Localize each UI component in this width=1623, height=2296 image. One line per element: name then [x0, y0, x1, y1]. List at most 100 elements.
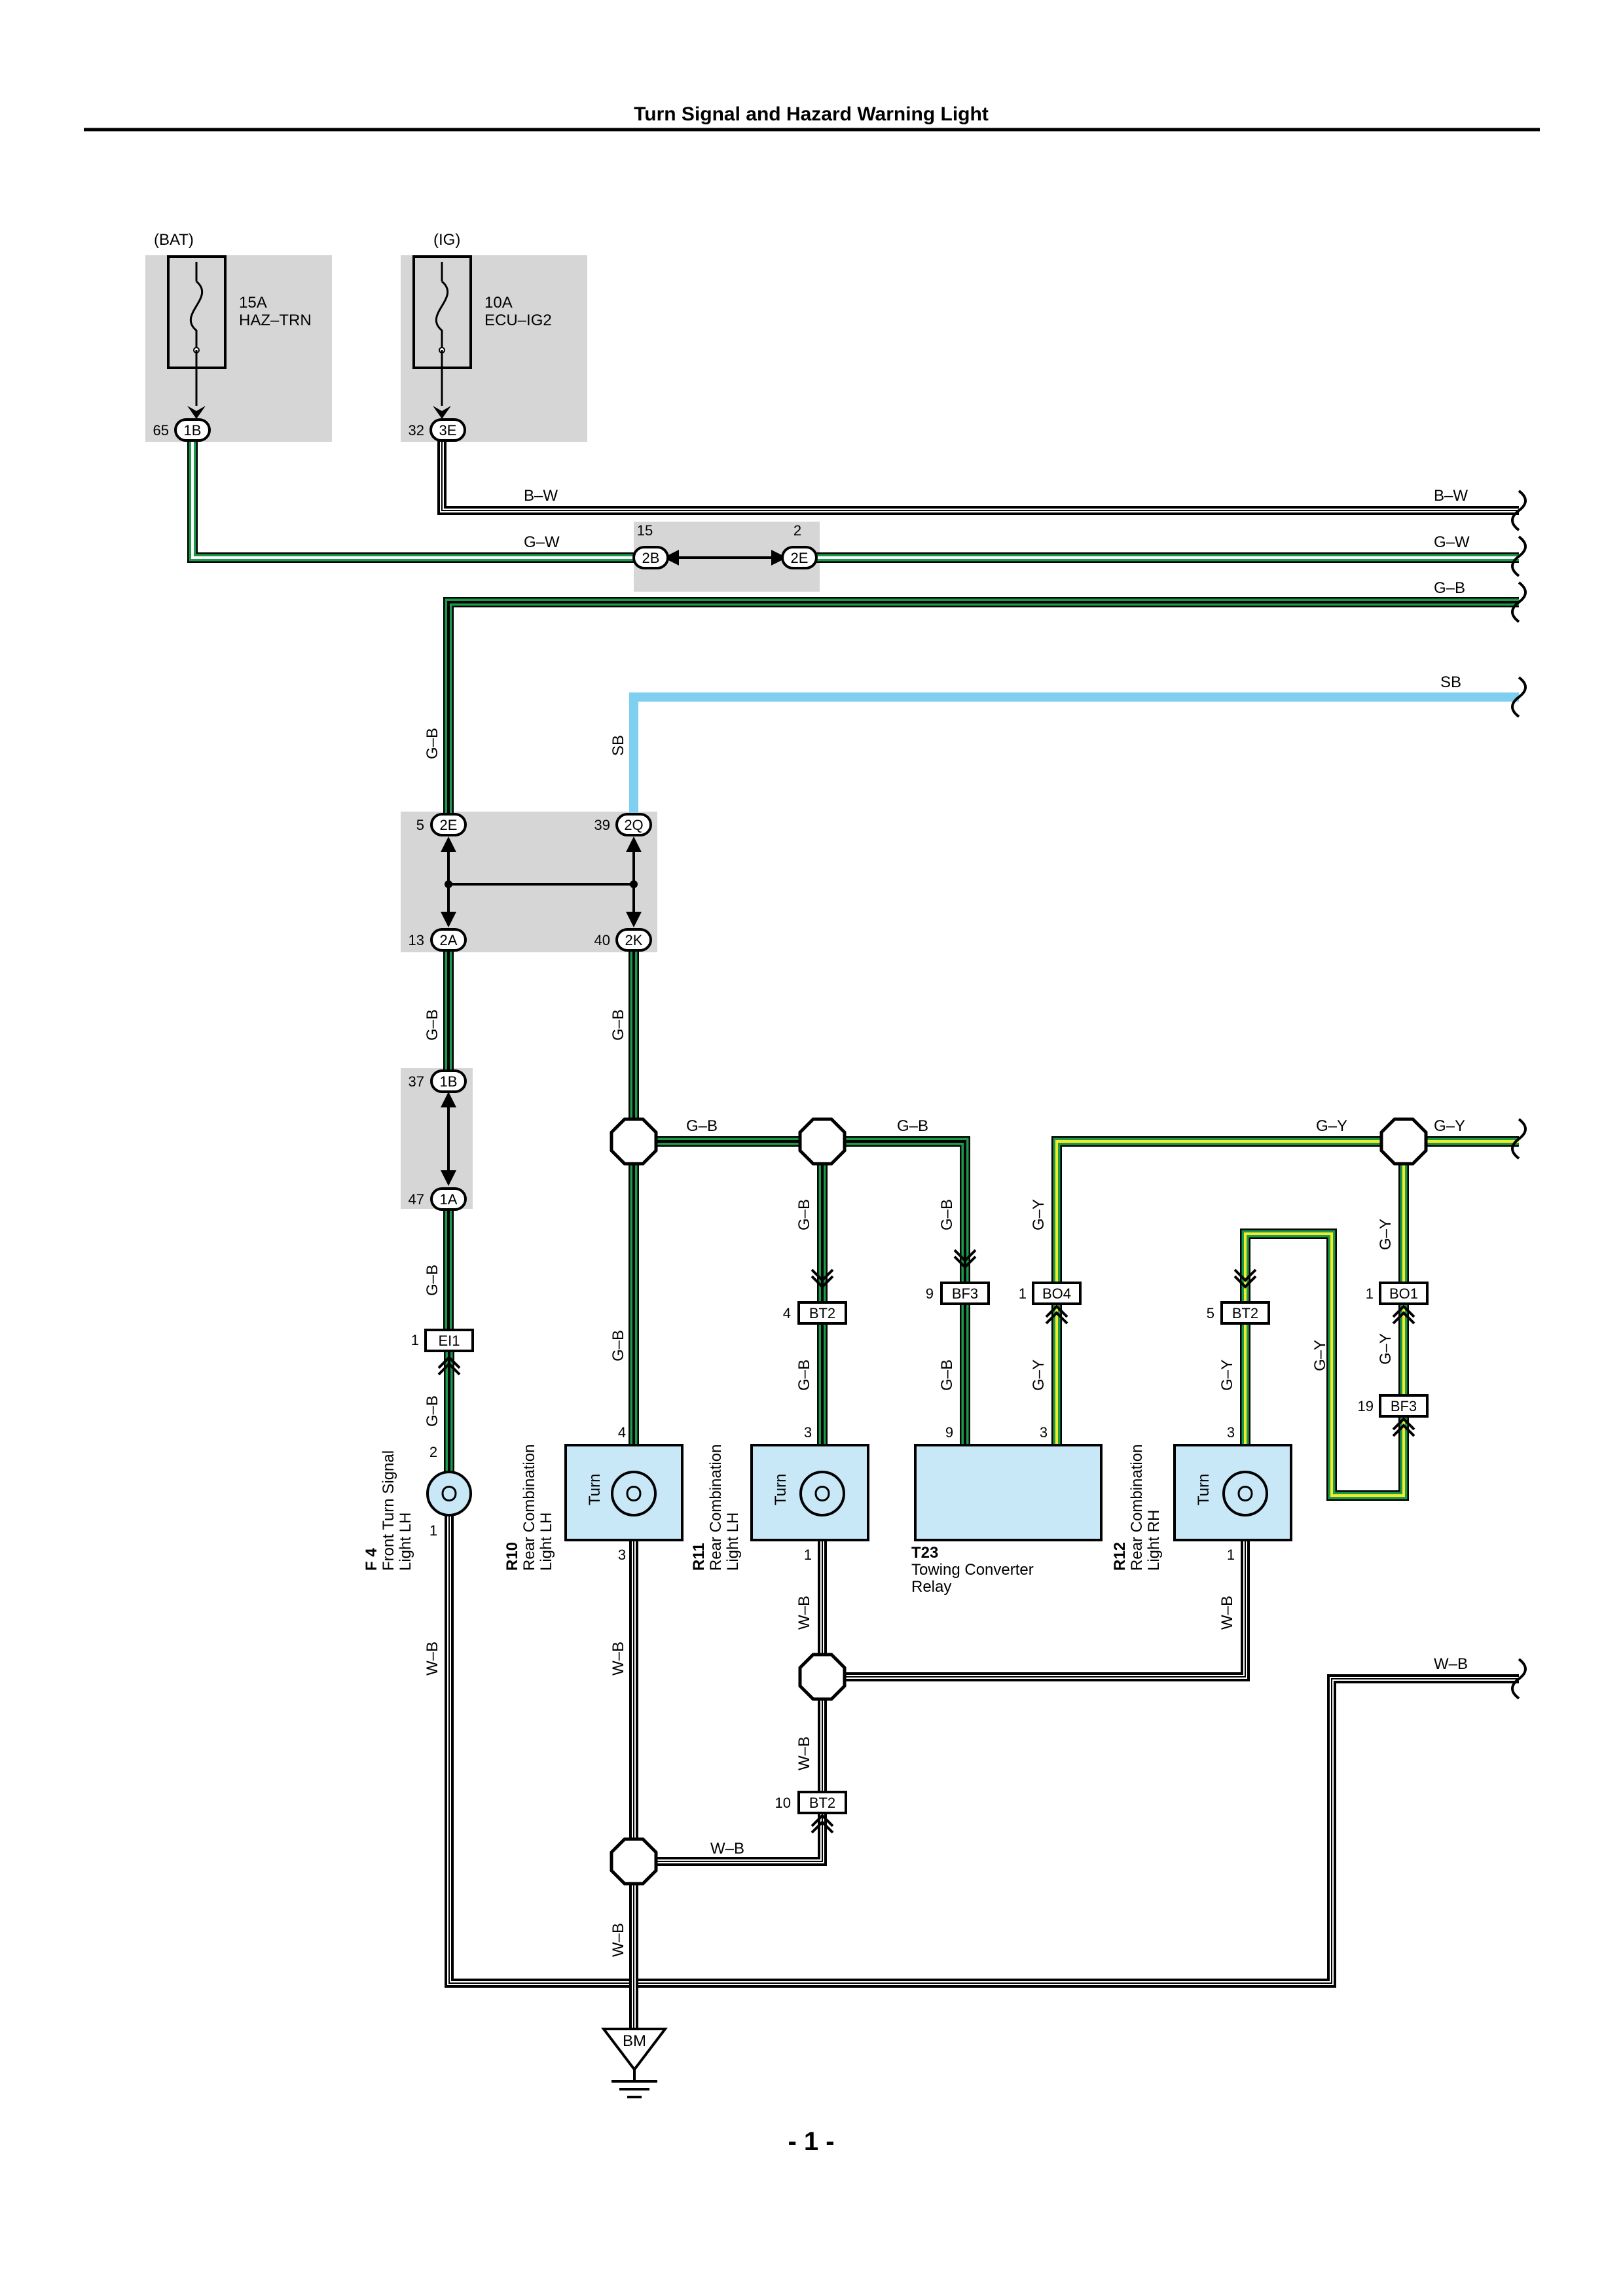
pin-number: 47	[409, 1191, 424, 1208]
inline-connectors: 1 EI1 4 BT2 9 BF3 1 BO4 5 BT2 1 BO1	[411, 1282, 1429, 1814]
wire-label-bw: B–W	[1434, 487, 1468, 505]
component-r10: 4 Turn 3 R10 Rear Combination Light LH	[503, 1424, 684, 1571]
lamp-label: Turn	[1195, 1474, 1213, 1505]
connector-code: 1B	[184, 422, 202, 439]
component-name-1: Rear Combination	[520, 1444, 538, 1571]
pin-top: 3	[804, 1424, 812, 1441]
pin-number: 37	[409, 1073, 424, 1090]
pin-bottom: 1	[804, 1547, 812, 1563]
component-name-2: Light LH	[538, 1513, 555, 1571]
wire-label-gb: G–B	[938, 1199, 956, 1230]
connector-code: EI1	[438, 1333, 460, 1349]
pin-number: 15	[637, 522, 653, 539]
wire-label-gb: G–B	[686, 1117, 718, 1135]
shaded-regions	[145, 255, 820, 1209]
bat-label: (BAT)	[154, 231, 194, 249]
connector-ei1: 1 EI1	[411, 1329, 474, 1352]
connector-bo4: 1 BO4	[1019, 1282, 1082, 1305]
connector-code: 1B	[440, 1073, 458, 1090]
connector-code: 2Q	[624, 817, 643, 833]
pin-number: 1	[411, 1332, 419, 1348]
component-code: R11	[690, 1543, 708, 1571]
wire-label-gy: G–Y	[1434, 1117, 1465, 1135]
connector-bt2-5: 5 BT2	[1207, 1301, 1270, 1325]
junction-links	[441, 550, 787, 1186]
wire-label-wb: W–B	[424, 1641, 441, 1676]
connector-code: BT2	[809, 1795, 835, 1811]
page-title: Turn Signal and Hazard Warning Light	[634, 103, 989, 125]
connector-code: 2A	[440, 932, 458, 948]
splice-2	[798, 1117, 847, 1166]
pin-top: 2	[429, 1444, 437, 1460]
connector-bf3-9: 9 BF3	[926, 1282, 990, 1305]
bulb-icon	[799, 1471, 845, 1516]
pin-right: 3	[1040, 1424, 1048, 1441]
wire-gb-row2	[845, 1136, 970, 1283]
ground-bm: BM	[600, 2028, 668, 2098]
connector-3e-ig: 32 3E	[409, 406, 466, 442]
connector-2e-a: 2 2E	[781, 522, 818, 569]
continuation-marks	[1511, 490, 1527, 1700]
pin-left: 9	[945, 1424, 953, 1441]
connector-chevrons	[437, 1249, 1415, 1834]
connector-2e-b: 5 2E	[416, 813, 467, 836]
component-code: R10	[503, 1542, 521, 1571]
wire-label-gy: G–Y	[1311, 1340, 1329, 1371]
wire-gy-loop	[1240, 1229, 1409, 1501]
wire-label-gy: G–Y	[1377, 1219, 1395, 1250]
component-code: T23	[911, 1544, 938, 1562]
lamp-label: Turn	[772, 1474, 790, 1505]
pin-number: 1	[1019, 1285, 1027, 1302]
splice-5	[610, 1837, 658, 1886]
connector-1b-j: 37 1B	[409, 1069, 467, 1093]
wire-label-gy: G–Y	[1377, 1333, 1395, 1365]
connector-code: 2B	[642, 550, 660, 566]
component-r12: 3 Turn 1 R12 Rear Combination Light RH	[1111, 1424, 1292, 1571]
wire-wb-f4	[445, 1515, 1519, 1988]
wire-label-gb: G–B	[795, 1359, 813, 1391]
bulb-icon	[426, 1471, 472, 1516]
ig-fuse: (IG) 10A ECU–IG2	[412, 231, 552, 406]
pin-number: 2	[793, 522, 801, 539]
connector-code: 2E	[791, 550, 809, 566]
page-number: - 1 -	[788, 2127, 834, 2156]
connector-2b: 15 2B	[632, 522, 669, 569]
bat-fuse: (BAT) 15A HAZ–TRN	[154, 231, 312, 406]
connector-2q: 39 2Q	[594, 813, 652, 836]
wire-label-wb: W–B	[1218, 1596, 1236, 1630]
component-name-2: Light LH	[724, 1513, 742, 1571]
wire-label-wb: W–B	[795, 1736, 813, 1770]
wire-label-gy: G–Y	[1030, 1359, 1048, 1391]
pin-number: 19	[1358, 1398, 1374, 1414]
ig-fuse-name: ECU–IG2	[484, 312, 552, 329]
connector-1a: 47 1A	[409, 1187, 467, 1211]
component-name-1: Rear Combination	[707, 1444, 725, 1571]
wire-label-wb: W–B	[1434, 1655, 1468, 1673]
wire-label-sb: SB	[1440, 673, 1461, 691]
splice-1	[610, 1117, 658, 1166]
splice-3	[1379, 1117, 1428, 1166]
connector-2k: 40 2K	[594, 928, 652, 952]
connector-code: BF3	[1391, 1398, 1417, 1414]
wire-gb-top	[443, 597, 1519, 814]
component-name-2: Light RH	[1145, 1510, 1163, 1571]
connector-2a: 13 2A	[409, 928, 467, 952]
wire-label-gb: G–B	[424, 728, 441, 759]
wire-label-gb: G–B	[424, 1009, 441, 1041]
ig-rating: 10A	[484, 294, 513, 312]
pin-top: 4	[618, 1424, 626, 1441]
connector-code: 1A	[440, 1191, 458, 1208]
wire-label-wb: W–B	[795, 1596, 813, 1630]
pin-number: 39	[594, 817, 610, 833]
bat-fuse-name: HAZ–TRN	[239, 312, 312, 329]
wire-label-gb: G–B	[1434, 579, 1465, 597]
connector-code: BO4	[1042, 1285, 1071, 1302]
wire-gy-bo4	[1051, 1136, 1381, 1283]
wire-label-gb: G–B	[610, 1009, 627, 1041]
connector-code: BF3	[952, 1285, 978, 1302]
component-code: R12	[1111, 1542, 1129, 1571]
pin-number: 5	[416, 817, 424, 833]
wire-label-gb: G–B	[424, 1265, 441, 1296]
wire-label-wb: W–B	[610, 1641, 627, 1676]
